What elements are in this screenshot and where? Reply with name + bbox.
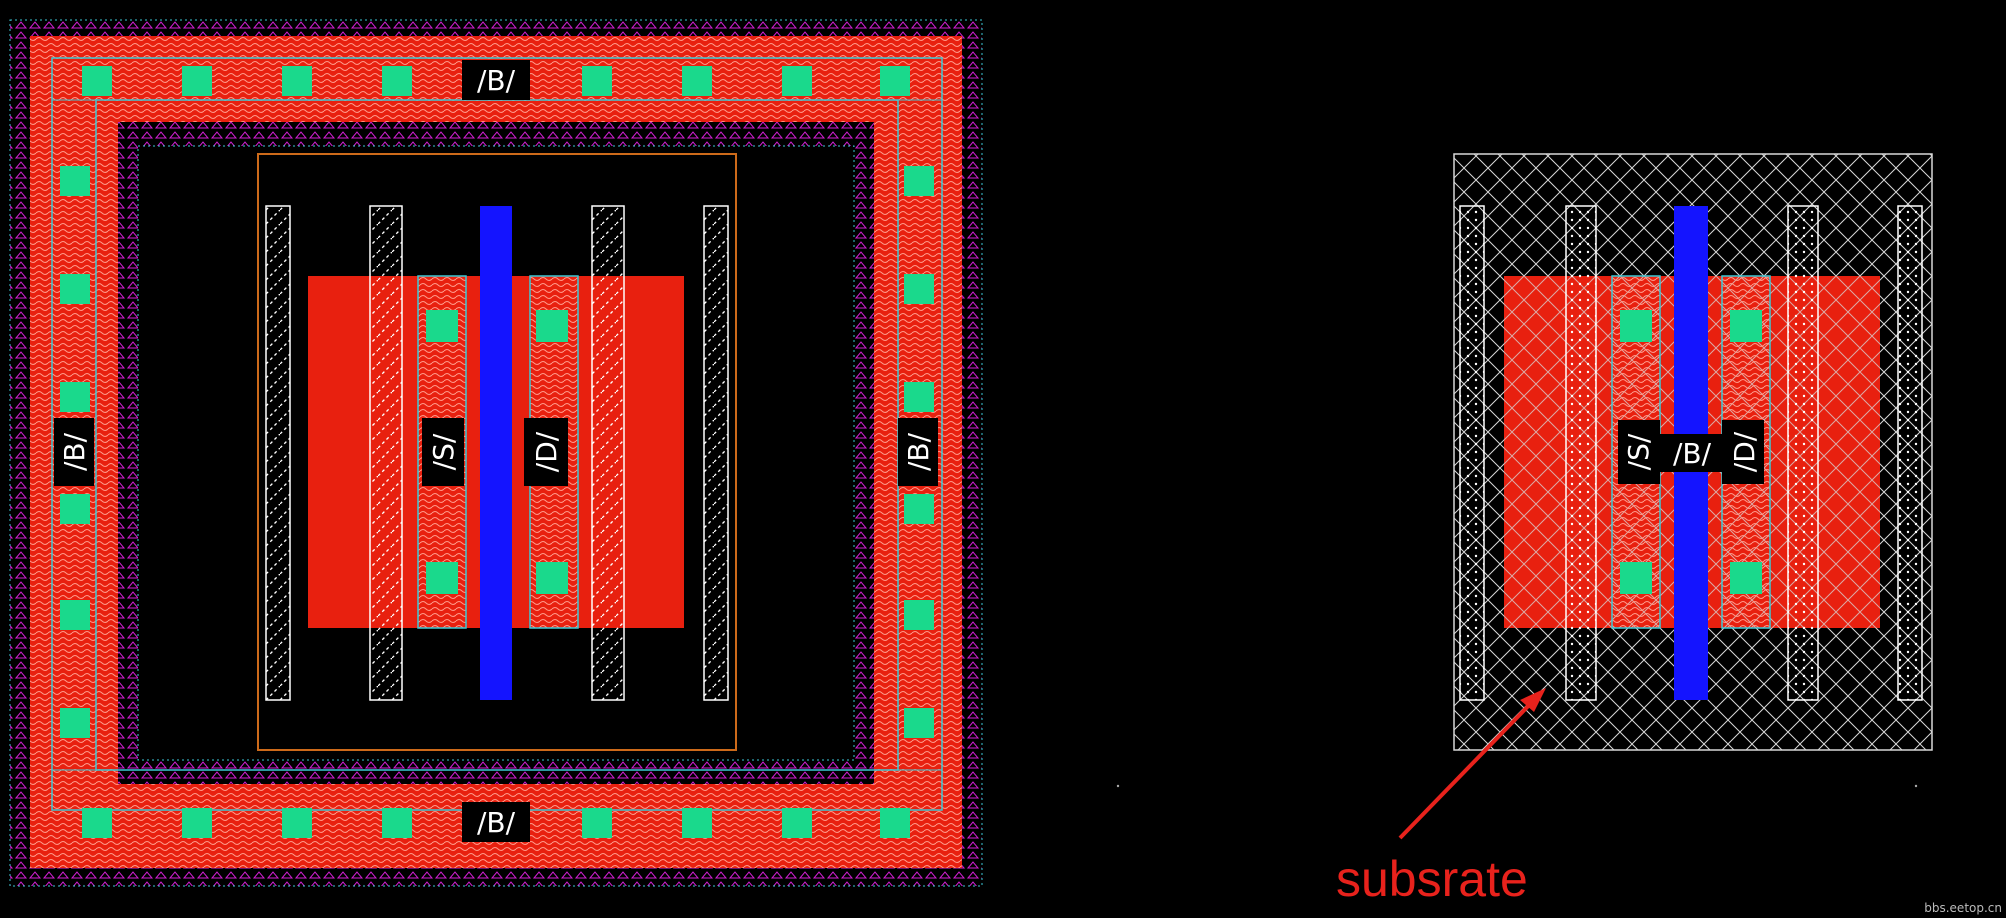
- label-bulk-right-center: /B/: [1658, 434, 1726, 472]
- label-bulk-left: /B/: [54, 418, 94, 486]
- dummy-poly-2: [369, 205, 403, 701]
- source-drain-contacts: [426, 310, 568, 594]
- label-drain-right: /D/: [1722, 420, 1764, 484]
- svg-text:/B/: /B/: [58, 432, 91, 471]
- label-bulk-bottom: /B/: [462, 802, 530, 842]
- implant-outline: [9, 19, 983, 887]
- substrate-caption: subsrate: [1336, 851, 1528, 907]
- source-drain-contacts-right: [1620, 310, 1762, 594]
- label-bulk-right: /B/: [898, 418, 938, 486]
- svg-text:/B/: /B/: [902, 432, 935, 471]
- dummy-poly-4: [703, 205, 729, 701]
- svg-text:/B/: /B/: [1673, 437, 1712, 470]
- dummy-poly-r3: [1787, 205, 1819, 701]
- svg-text:/S/: /S/: [1622, 433, 1655, 470]
- dummy-poly-r1: [1459, 205, 1485, 701]
- dummy-poly-3: [591, 205, 625, 701]
- marker-dot-2: [1914, 784, 1918, 788]
- label-source-left: /S/: [422, 418, 464, 486]
- svg-text:/B/: /B/: [477, 64, 516, 97]
- label-bulk-top: /B/: [462, 60, 530, 100]
- left-layout: /B/ /B/ /B/ /B/ /S/ /D/: [9, 19, 983, 887]
- dummy-poly-r2: [1565, 205, 1597, 701]
- substrate-arrow: [1398, 688, 1546, 840]
- svg-text:/D/: /D/: [530, 431, 563, 472]
- label-drain-left: /D/: [524, 418, 568, 486]
- dummy-poly-1: [265, 205, 291, 701]
- guard-contacts-top: [82, 66, 910, 96]
- svg-text:/S/: /S/: [427, 433, 460, 470]
- gate-poly: [480, 206, 512, 700]
- nwell-outline: [257, 153, 737, 751]
- right-layout: /S/ /B/ /D/: [1116, 153, 1933, 788]
- guard-contacts-left: [60, 166, 90, 738]
- svg-text:/D/: /D/: [1728, 431, 1761, 472]
- dummy-poly-r4: [1897, 205, 1923, 701]
- guard-contacts-right: [904, 166, 934, 738]
- marker-dot-1: [1116, 784, 1120, 788]
- svg-text:/B/: /B/: [477, 806, 516, 839]
- label-source-right: /S/: [1618, 420, 1660, 484]
- watermark: bbs.eetop.cn: [1924, 901, 2002, 915]
- guard-contacts-bottom: [82, 808, 910, 838]
